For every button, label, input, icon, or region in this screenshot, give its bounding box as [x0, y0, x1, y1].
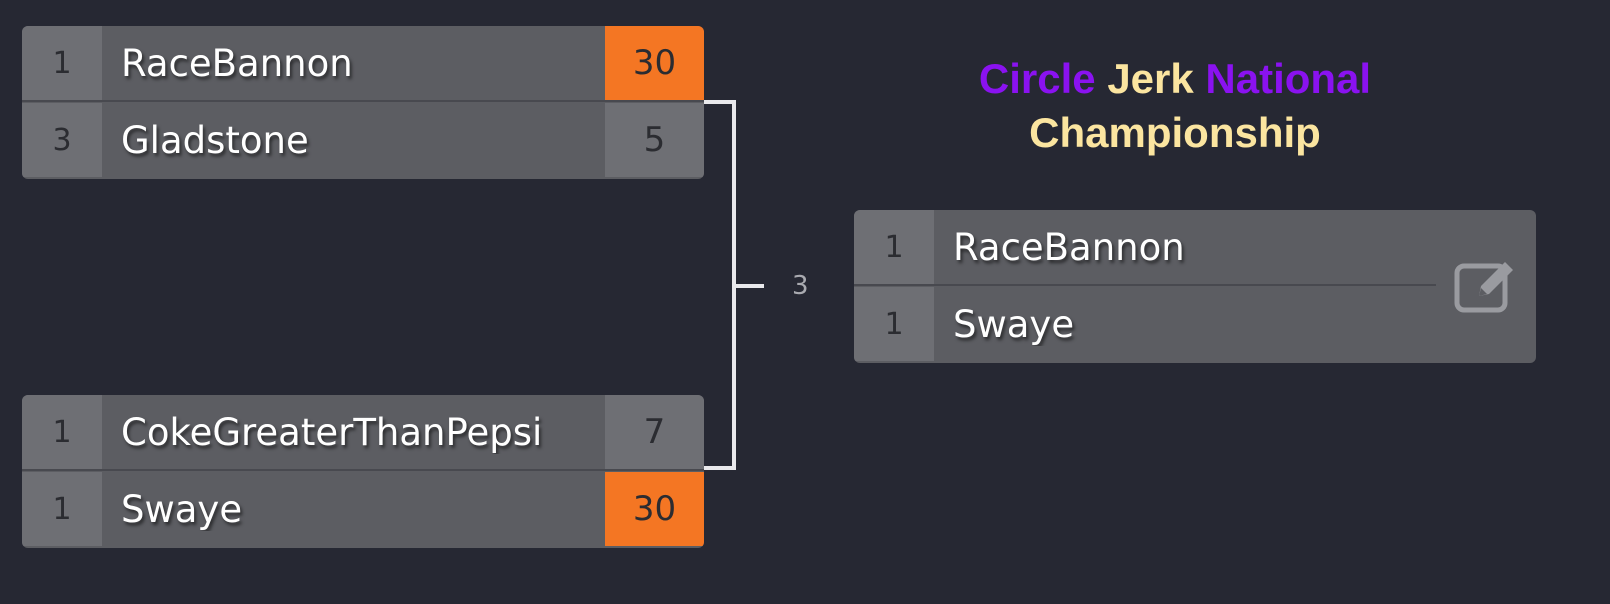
seed: 1 — [22, 26, 102, 100]
match-1-player-bottom[interactable]: 3 Gladstone 5 — [22, 103, 704, 177]
final-player-top[interactable]: 1 RaceBannon — [854, 210, 1536, 284]
seed: 1 — [22, 472, 102, 546]
bracket-connector — [704, 100, 736, 470]
title-line-2: Championship — [1029, 109, 1321, 156]
seed: 1 — [854, 287, 934, 361]
page-title: Circle Jerk National Championship — [880, 52, 1470, 160]
seed: 1 — [854, 210, 934, 284]
match-2-player-top[interactable]: 1 CokeGreaterThanPepsi 7 — [22, 395, 704, 469]
round-number: 3 — [792, 271, 809, 301]
edit-button[interactable] — [1450, 250, 1522, 322]
final-match[interactable]: 1 RaceBannon 1 Swaye — [854, 210, 1536, 363]
seed: 1 — [22, 395, 102, 469]
divider — [22, 100, 704, 102]
score: 30 — [605, 26, 704, 100]
player-name: RaceBannon — [953, 225, 1185, 269]
seed: 3 — [22, 103, 102, 177]
player-name: RaceBannon — [121, 41, 353, 85]
divider — [854, 284, 1436, 286]
match-2[interactable]: 1 CokeGreaterThanPepsi 7 1 Swaye 30 — [22, 395, 704, 548]
player-name: Swaye — [953, 302, 1075, 346]
player-name: Swaye — [121, 487, 243, 531]
edit-icon — [1454, 262, 1513, 313]
score: 7 — [605, 395, 704, 469]
player-name: CokeGreaterThanPepsi — [121, 410, 543, 454]
title-segment-3: National — [1205, 55, 1372, 102]
title-segment-2: Jerk — [1107, 55, 1206, 102]
match-1-player-top[interactable]: 1 RaceBannon 30 — [22, 26, 704, 100]
score: 30 — [605, 472, 704, 546]
title-line-1: Circle Jerk National — [880, 52, 1470, 106]
match-1[interactable]: 1 RaceBannon 30 3 Gladstone 5 — [22, 26, 704, 179]
final-player-bottom[interactable]: 1 Swaye — [854, 287, 1536, 361]
divider — [22, 469, 704, 471]
score: 5 — [605, 103, 704, 177]
player-name: Gladstone — [121, 118, 309, 162]
bracket-connector-tick — [736, 284, 764, 288]
match-2-player-bottom[interactable]: 1 Swaye 30 — [22, 472, 704, 546]
title-segment-1: Circle — [978, 55, 1108, 102]
